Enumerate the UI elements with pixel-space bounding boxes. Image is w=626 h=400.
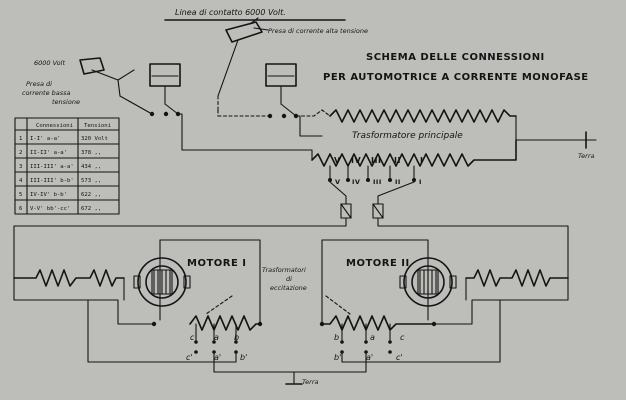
tap-label: III bbox=[371, 156, 381, 165]
title-line-2: PER AUTOMOTRICE A CORRENTE MONOFASE bbox=[323, 72, 589, 83]
terminal-label: b' bbox=[334, 353, 341, 362]
terminal-label: c' bbox=[396, 353, 403, 362]
tap-label: V bbox=[334, 156, 341, 165]
title-line-1: SCHEMA DELLE CONNESSIONI bbox=[366, 52, 545, 63]
tap-label: IV bbox=[351, 156, 361, 165]
excitation-transformer-1: c a b c' a' b' bbox=[87, 295, 261, 363]
terminal-label: b bbox=[334, 333, 339, 342]
terminal-label: b bbox=[234, 333, 239, 342]
motor-1: MOTORE I bbox=[133, 257, 247, 307]
main-transformer-primary: Trasformatore principale Terra bbox=[329, 109, 597, 160]
earth-right-label: Terra bbox=[578, 152, 595, 160]
table-cell: 320 Volt bbox=[81, 136, 108, 142]
terminal-label: c bbox=[400, 333, 405, 342]
excitation-label-3: eccitazione bbox=[270, 284, 307, 292]
table-cell: 573 ,, bbox=[81, 178, 101, 184]
table-cell: 4 bbox=[19, 178, 23, 184]
table-cell: V-V' bb'-cc' bbox=[30, 206, 70, 212]
left-field-circuit bbox=[13, 239, 263, 327]
tap-prime-label: V bbox=[335, 178, 341, 186]
pantograph-low-label-1: Presa di bbox=[26, 80, 52, 88]
motor-2-label: MOTORE II bbox=[346, 258, 410, 269]
table-row: 3 III-III' a-a' 434 ,, bbox=[19, 164, 101, 170]
table-cell: III-III' b-b' bbox=[30, 178, 74, 184]
table-header: Connessioni bbox=[36, 123, 73, 129]
table-cell: 3 bbox=[19, 164, 22, 170]
tap-label: I bbox=[420, 156, 423, 165]
table-row: 5 IV-IV' b-b' 622 ,, bbox=[19, 192, 101, 198]
table-cell: 378 ,, bbox=[81, 150, 101, 156]
tap-prime-label: III bbox=[373, 178, 382, 186]
fuses bbox=[13, 203, 569, 279]
table-cell: 2 bbox=[19, 150, 22, 156]
table-row: 6 V-V' bb'-cc' 672 ,, bbox=[19, 206, 101, 212]
switch-left bbox=[119, 63, 181, 117]
table-cell: IV-IV' b-b' bbox=[30, 192, 67, 198]
table-row: 1 I-I' a-a' 320 Volt bbox=[19, 136, 108, 142]
pantograph-low-label-3: tensione bbox=[52, 98, 80, 106]
excitation-transformer-2: b a c b' a' c' bbox=[321, 295, 501, 363]
earth-bottom-label: Terra bbox=[302, 378, 319, 386]
connections-table: Connessioni Tensioni 1 I-I' a-a' 320 Vol… bbox=[14, 117, 120, 215]
pantograph-low-volt-label: 6000 Volt bbox=[34, 59, 65, 67]
terminal-label: b' bbox=[240, 353, 247, 362]
table-cell: 434 ,, bbox=[81, 164, 101, 170]
motor-2: MOTORE II bbox=[346, 257, 457, 307]
tap-label: II bbox=[394, 156, 401, 165]
terminal-label: a bbox=[370, 333, 375, 342]
terminal-label: a' bbox=[366, 353, 373, 362]
tap-prime-label: I bbox=[419, 178, 422, 186]
excitation-label-2: di bbox=[286, 275, 292, 283]
table-cell: 6 bbox=[19, 206, 22, 212]
tap-prime-label: II bbox=[395, 178, 401, 186]
table-row: 4 III-III' b-b' 573 ,, bbox=[19, 178, 101, 184]
table-cell: 5 bbox=[19, 192, 22, 198]
supply-wiring bbox=[177, 109, 331, 161]
pantograph-high-label: Presa di corrente alta tensione bbox=[268, 27, 368, 35]
table-cell: III-III' a-a' bbox=[30, 164, 74, 170]
diagram-title: SCHEMA DELLE CONNESSIONI PER AUTOMOTRICE… bbox=[323, 52, 589, 83]
terminal-label: a bbox=[214, 333, 219, 342]
excitation-label-1: Trasformatori bbox=[262, 266, 306, 274]
excitation-label: Trasformatori di eccitazione bbox=[262, 266, 307, 292]
table-cell: 1 bbox=[19, 136, 22, 142]
terminal-label: a' bbox=[214, 353, 221, 362]
contact-line-label: Linea di contatto 6000 Volt. bbox=[175, 8, 286, 17]
motor-1-label: MOTORE I bbox=[187, 258, 247, 269]
bottom-earth: Terra bbox=[213, 353, 367, 386]
terminal-label: c' bbox=[186, 353, 193, 362]
pantograph-low-label-2: corrente bassa bbox=[22, 89, 71, 97]
terminal-label: c bbox=[190, 333, 195, 342]
pantograph-low-voltage: 6000 Volt Presa di corrente bassa tensio… bbox=[22, 57, 135, 106]
contact-line: Linea di contatto 6000 Volt. bbox=[164, 8, 346, 21]
table-row: 2 II-II' a-a' 378 ,, bbox=[19, 150, 101, 156]
tap-prime-label: IV bbox=[352, 178, 360, 186]
table-cell: II-II' a-a' bbox=[30, 150, 67, 156]
main-transformer-label: Trasformatore principale bbox=[352, 131, 463, 141]
table-cell: 672 ,, bbox=[81, 206, 101, 212]
main-transformer-secondary: V IV III II I V IV III II I bbox=[311, 139, 517, 205]
table-header: Tensioni bbox=[84, 123, 111, 129]
table-cell: 622 ,, bbox=[81, 192, 101, 198]
pantograph-high-voltage: Presa di corrente alta tensione bbox=[217, 17, 368, 111]
switch-right bbox=[217, 63, 299, 119]
table-cell: I-I' a-a' bbox=[30, 136, 60, 142]
